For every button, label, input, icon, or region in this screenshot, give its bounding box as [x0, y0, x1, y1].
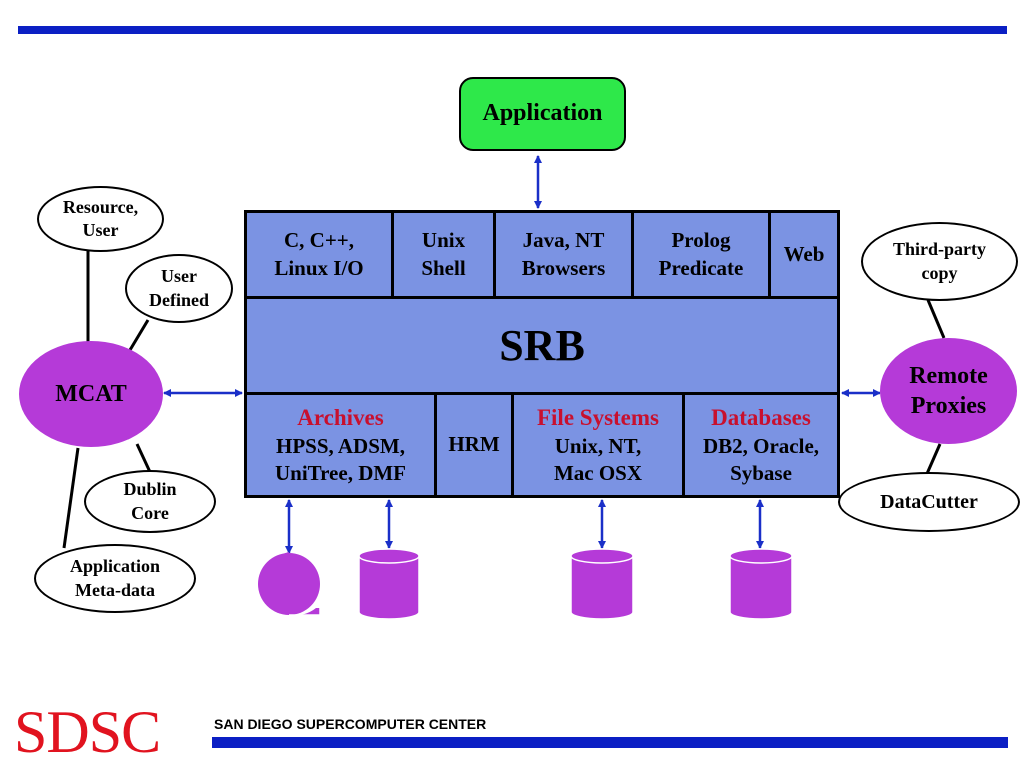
srb-api-prolog-line1: Prolog [671, 228, 731, 253]
top-rule [18, 26, 1007, 34]
metadata-user-defined: User Defined [125, 254, 233, 323]
application-label: Application [482, 100, 603, 127]
mcat-node: MCAT [19, 341, 163, 447]
remote-proxies-node: Remote Proxies [880, 338, 1017, 444]
file-systems-line1: Unix, NT, [554, 433, 642, 458]
metadata-resource-user: Resource, User [37, 186, 164, 252]
srb-api-prolog: Prolog Predicate [634, 213, 771, 299]
archives-line2: UniTree, DMF [274, 460, 407, 485]
third-party-line2: copy [921, 262, 958, 283]
resource-user-line1: Resource, [62, 196, 139, 217]
application-box: Application [459, 77, 626, 151]
srb-driver-archives: Archives HPSS, ADSM, UniTree, DMF [247, 395, 437, 495]
srb-api-web-label: Web [783, 241, 825, 266]
third-party-line1: Third-party [892, 239, 986, 260]
sdsc-logo: SDSC [14, 699, 161, 765]
srb-driver-databases: Databases DB2, Oracle, Sybase [685, 395, 837, 495]
application-meta-line2: Meta-data [75, 579, 155, 600]
line-mcat-user-defined [128, 319, 150, 351]
srb-api-java-nt: Java, NT Browsers [496, 213, 634, 299]
srb-core: SRB [247, 299, 837, 395]
file-systems-title: File Systems [536, 404, 659, 430]
user-defined-line2: Defined [149, 289, 209, 310]
archives-title: Archives [297, 404, 384, 430]
line-remote-third-party [926, 299, 946, 339]
srb-driver-hrm: HRM [437, 395, 514, 495]
resource-user-line2: User [82, 220, 119, 240]
application-meta-line1: Application [69, 556, 161, 577]
srb-driver-file-systems: File Systems Unix, NT, Mac OSX [514, 395, 685, 495]
srb-title: SRB [499, 320, 585, 370]
third-party-copy: Third-party copy [861, 222, 1018, 301]
datacutter: DataCutter [838, 472, 1020, 532]
srb-api-prolog-line2: Predicate [658, 255, 744, 280]
bottom-rule [212, 737, 1008, 748]
databases-title: Databases [711, 404, 811, 430]
srb-api-unix-line2: Shell [421, 255, 466, 280]
datacutter-label: DataCutter [880, 491, 978, 513]
srb-api-java-line2: Browsers [521, 255, 606, 280]
databases-line1: DB2, Oracle, [702, 433, 820, 458]
mcat-label: MCAT [55, 381, 127, 407]
dublin-core-line2: Core [131, 502, 169, 523]
hrm-label: HRM [448, 432, 500, 457]
metadata-application: Application Meta-data [34, 544, 196, 613]
disk-cylinder-icon [358, 548, 420, 620]
srb-api-web: Web [771, 213, 837, 299]
remote-line2: Proxies [910, 393, 987, 419]
srb-api-java-line1: Java, NT [522, 228, 605, 253]
srb-api-c-linux: C, C++, Linux I/O [247, 213, 394, 299]
metadata-dublin-core: Dublin Core [84, 470, 216, 533]
srb-api-unix-shell: Unix Shell [394, 213, 496, 299]
file-systems-line2: Mac OSX [553, 460, 643, 485]
databases-line2: Sybase [730, 460, 792, 485]
srb-api-unix-line1: Unix [421, 228, 466, 253]
center-name: SAN DIEGO SUPERCOMPUTER CENTER [214, 716, 487, 732]
srb-block: C, C++, Linux I/O Unix Shell Java, NT Br… [244, 210, 840, 498]
remote-line1: Remote [909, 363, 988, 389]
user-defined-line1: User [161, 266, 197, 287]
dublin-core-line1: Dublin [123, 479, 177, 500]
disk-cylinder-icon [729, 548, 793, 620]
archives-line1: HPSS, ADSM, [276, 433, 405, 458]
line-mcat-dublin [135, 443, 152, 473]
tape-reel-icon [258, 552, 321, 616]
srb-api-c-line2: Linux I/O [274, 255, 364, 280]
line-remote-datacutter [924, 443, 942, 477]
disk-cylinder-icon [570, 548, 634, 620]
line-mcat-application-meta [62, 447, 80, 549]
srb-api-c-line1: C, C++, [283, 228, 354, 253]
